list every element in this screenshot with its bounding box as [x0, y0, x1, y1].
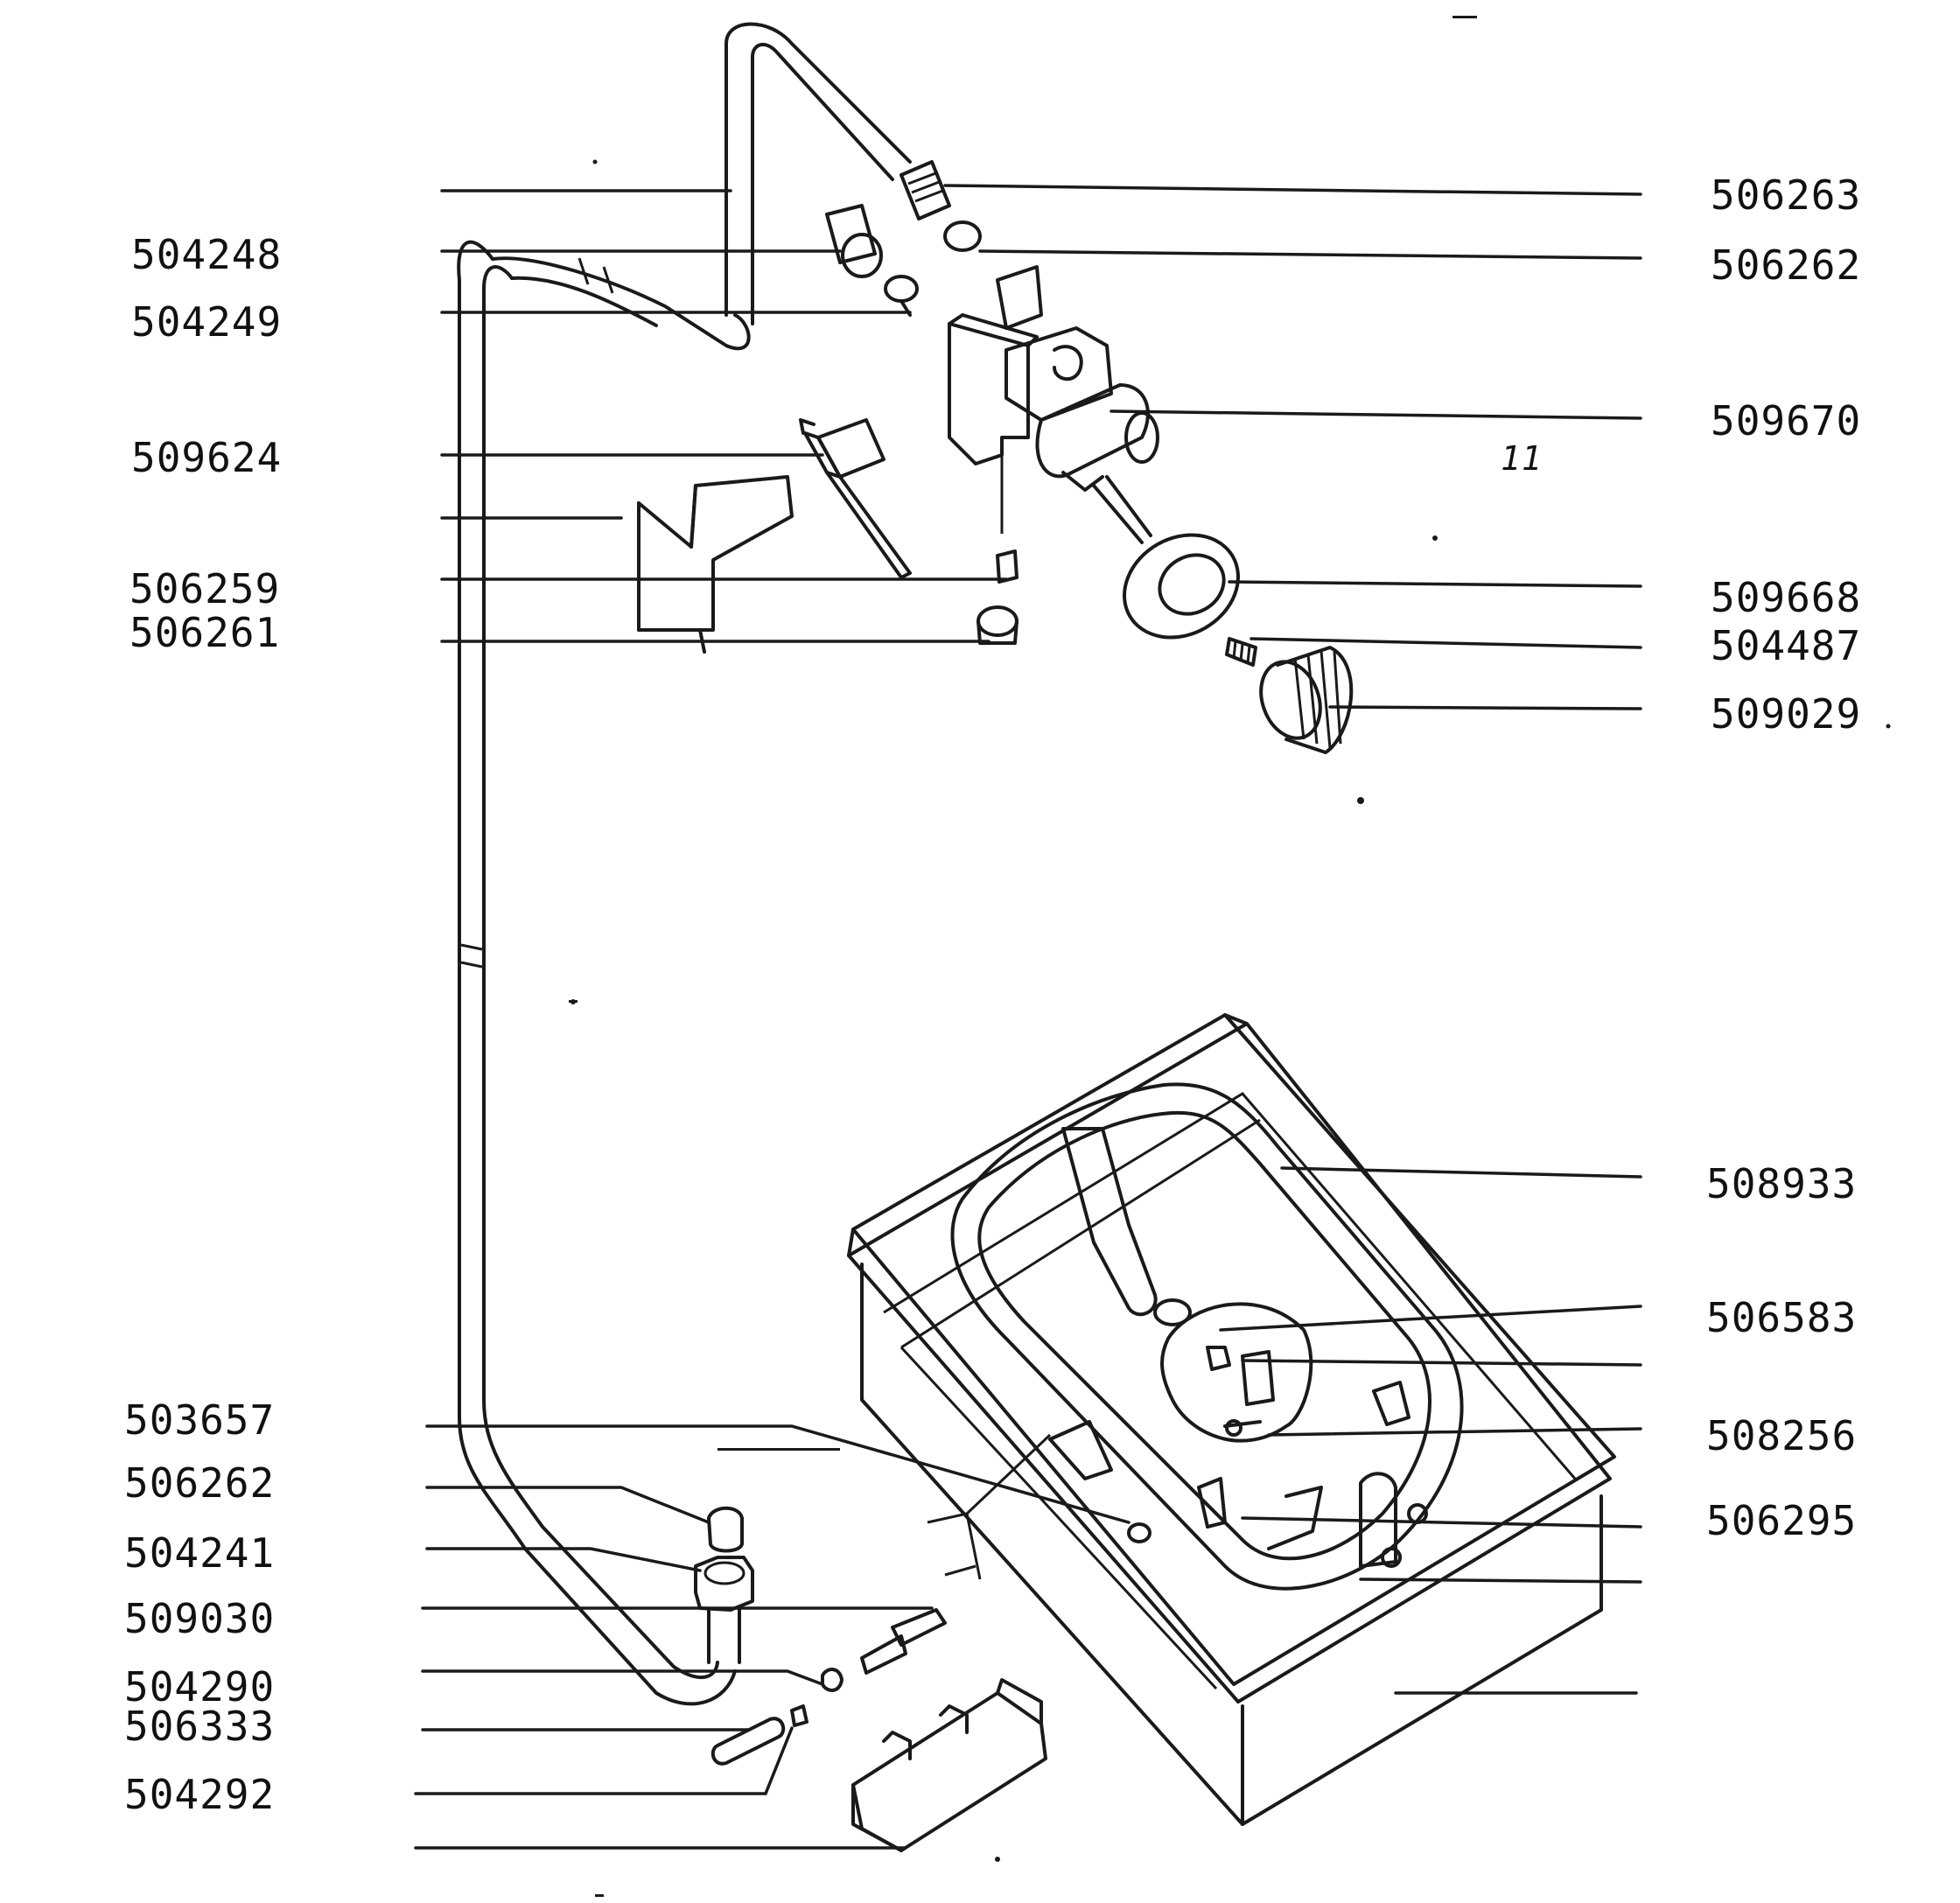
part-label-509624: 509624	[131, 434, 283, 481]
part-label-509668: 509668	[1711, 574, 1862, 621]
part-label-504487: 504487	[1711, 622, 1862, 669]
control-knob	[1259, 646, 1354, 754]
part-label-509670: 509670	[1711, 397, 1862, 444]
leader-lines-right	[943, 184, 1642, 1695]
screw	[1225, 637, 1257, 667]
upper-fittings	[825, 160, 982, 317]
specks	[569, 16, 1891, 1897]
escutcheon-plate	[1123, 533, 1240, 640]
part-label-509030: 509030	[124, 1595, 276, 1642]
gas-valve	[948, 265, 1159, 584]
microswitch	[799, 418, 912, 579]
part-label-506262-lower: 506262	[124, 1459, 276, 1507]
bracket	[637, 475, 794, 654]
part-label-506263: 506263	[1711, 171, 1862, 219]
part-label-506333: 506333	[124, 1703, 276, 1750]
nut-506261	[976, 605, 1018, 645]
part-label-504249: 504249	[131, 298, 283, 346]
part-label-504241: 504241	[124, 1529, 276, 1577]
gas-tube	[457, 22, 912, 1706]
channel-bracket	[851, 1678, 1047, 1852]
part-label-504292: 504292	[124, 1771, 276, 1818]
page-mark: 11	[1501, 439, 1543, 478]
part-label-506261: 506261	[130, 609, 281, 656]
fryer-tank	[847, 1013, 1616, 1826]
part-label-506295: 506295	[1706, 1497, 1858, 1544]
part-label-506262-upper: 506262	[1711, 241, 1862, 289]
part-label-504248: 504248	[131, 231, 283, 278]
burner-tube	[950, 1082, 1464, 1591]
part-label-503657: 503657	[124, 1396, 276, 1444]
part-label-504290: 504290	[124, 1663, 276, 1711]
part-label-508933: 508933	[1706, 1160, 1858, 1207]
lower-fittings	[694, 1433, 1052, 1766]
part-label-506259: 506259	[130, 565, 281, 612]
part-label-508256: 508256	[1706, 1412, 1858, 1459]
part-label-506583: 506583	[1706, 1294, 1858, 1341]
pilot-assembly	[1048, 1302, 1428, 1568]
leader-lines-left	[414, 189, 1130, 1850]
part-label-509029: 509029	[1711, 690, 1862, 738]
